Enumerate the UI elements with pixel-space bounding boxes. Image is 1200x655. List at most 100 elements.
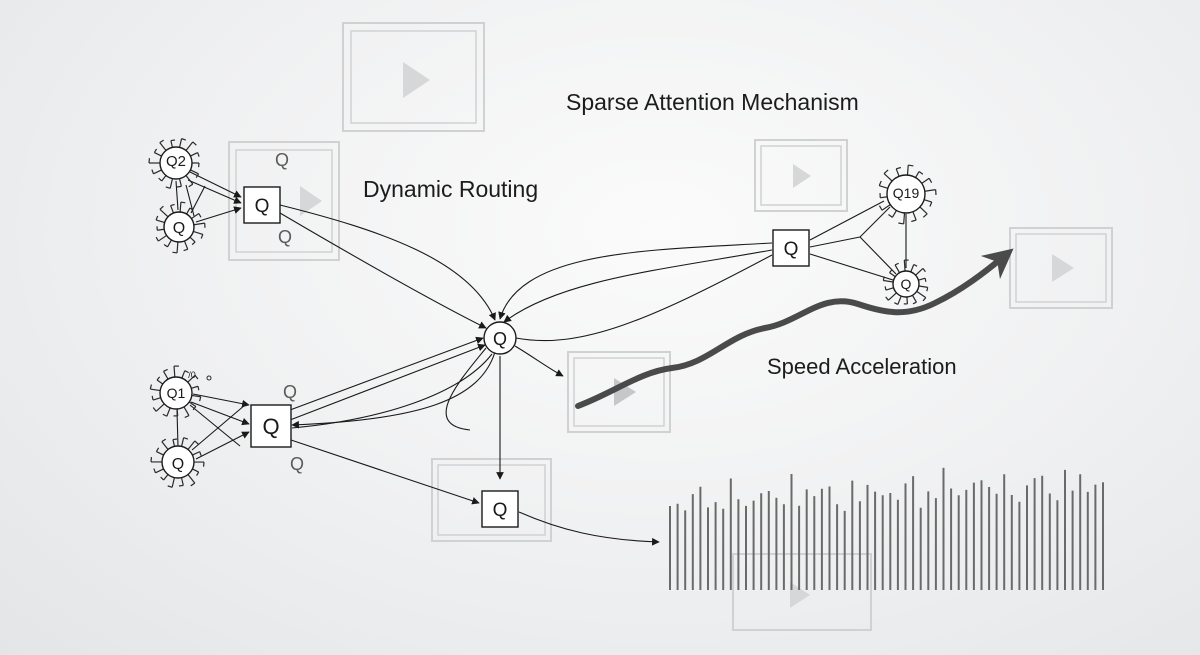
square-right-label: Q	[784, 239, 799, 260]
node-spike-tip	[922, 297, 927, 302]
node-spike-tip	[192, 406, 197, 411]
node-spike	[921, 177, 930, 184]
ghost-frame-center	[567, 351, 671, 433]
edge-mid-q19	[859, 206, 891, 238]
node-spike	[159, 142, 167, 151]
node-spike	[903, 260, 906, 272]
node-spike-tip	[882, 276, 885, 281]
edge-q2-to-q-cross	[185, 184, 195, 217]
node-spike	[192, 451, 200, 456]
edge-square-bl-to-hub-b	[289, 343, 486, 421]
node-spike	[159, 208, 169, 218]
circle-node-q19[interactable]	[878, 164, 937, 225]
circle-node-q-right[interactable]	[882, 259, 929, 305]
edge-square-bl-to-hub	[289, 336, 484, 411]
node-spike	[153, 169, 162, 175]
node-spike-tip	[159, 139, 165, 144]
node-spike-tip	[196, 471, 200, 476]
square-node-right[interactable]	[772, 229, 810, 267]
node-spike	[897, 295, 902, 305]
edge-q1-to-square	[192, 393, 250, 408]
node-spike-tip	[178, 484, 184, 487]
circle-node-q1-body	[159, 376, 193, 410]
circle-node-q-bottom-left-body	[161, 445, 195, 479]
node-spike	[178, 178, 182, 187]
node-spike-tip	[155, 215, 159, 221]
ghost-frame-top-right	[754, 139, 848, 212]
node-spike-tip	[928, 178, 933, 183]
node-spike-tip	[151, 395, 154, 401]
node-spike	[155, 219, 165, 224]
node-spike	[895, 168, 900, 177]
edge-q-to-square	[195, 206, 242, 223]
node-spike	[181, 370, 186, 379]
node-spike	[187, 374, 196, 383]
floating-q-letters: Q Q Q Q	[275, 150, 304, 474]
edge-hub-to-ghost	[514, 345, 564, 377]
node-spike	[190, 152, 198, 157]
node-spike	[155, 468, 164, 474]
node-spike	[915, 267, 924, 276]
node-spike	[883, 173, 893, 182]
edge-hub-to-square-bl-c	[445, 347, 487, 431]
node-spike-tip	[181, 138, 187, 141]
node-spike-tip	[889, 269, 893, 274]
edge-mid-qr	[859, 236, 897, 275]
node-spike	[185, 207, 191, 215]
node-labels: Q Q Q Q Q Q2 Q Q1 /0 Q Q19 Q	[166, 153, 919, 521]
node-spike-tip	[911, 219, 917, 223]
node-spike-tip	[163, 368, 168, 372]
node-spike-tip	[158, 177, 163, 182]
node-spike	[911, 294, 917, 303]
node-spike	[919, 206, 928, 215]
square-bottom-left-label: Q	[262, 414, 279, 439]
edge-q-bl-to-square	[195, 431, 250, 460]
square-node-top-left[interactable]	[243, 186, 281, 224]
square-nodes	[243, 186, 810, 528]
speed-arrow	[575, 248, 1014, 409]
circle-node-q-bottom-left[interactable]	[150, 437, 205, 488]
node-spike-tip	[183, 437, 189, 440]
node-spike-tip	[176, 185, 182, 188]
node-spike-tip	[151, 169, 155, 175]
node-spike	[155, 403, 165, 412]
node-spike	[163, 371, 169, 380]
node-spike	[171, 477, 175, 488]
node-spike-tip	[922, 268, 926, 273]
node-spike	[193, 222, 205, 226]
square-node-bottom-left[interactable]	[250, 404, 292, 448]
node-spike	[170, 205, 175, 214]
node-spike	[156, 379, 164, 385]
node-spike	[166, 407, 171, 417]
node-spike	[172, 439, 176, 447]
node-spike-tip	[162, 413, 168, 417]
node-spike-tip	[156, 376, 161, 381]
label-speed-acceleration: Speed Acceleration	[767, 354, 957, 379]
floating-q-bottom-2: Q	[290, 454, 304, 474]
floating-q-bottom-1: Q	[283, 382, 297, 402]
circle-node-q1[interactable]	[149, 365, 202, 419]
connection-edges	[175, 171, 907, 546]
node-spike-tip	[922, 213, 928, 218]
play-icon	[793, 164, 811, 188]
node-spike	[190, 169, 199, 175]
hub-label: Q	[493, 329, 507, 349]
ghost-frame-right	[1009, 227, 1113, 309]
node-spike-tip	[155, 236, 159, 242]
node-spike-tip	[894, 262, 899, 266]
circle-node-q-top-left[interactable]	[155, 201, 206, 254]
floating-q-top-2: Q	[278, 227, 292, 247]
node-spike	[185, 141, 194, 151]
node-spike	[923, 199, 932, 203]
circle-node-q2[interactable]	[148, 138, 200, 189]
node-spike-tip	[183, 248, 188, 252]
node-spike	[915, 171, 920, 178]
square-node-bottom-mid[interactable]	[481, 490, 519, 528]
node-spike	[185, 175, 194, 185]
node-spike-tip	[167, 485, 173, 488]
hub-node[interactable]	[483, 321, 517, 355]
node-spike-tip	[190, 482, 196, 487]
node-spike	[181, 437, 185, 447]
node-spike	[188, 401, 197, 408]
